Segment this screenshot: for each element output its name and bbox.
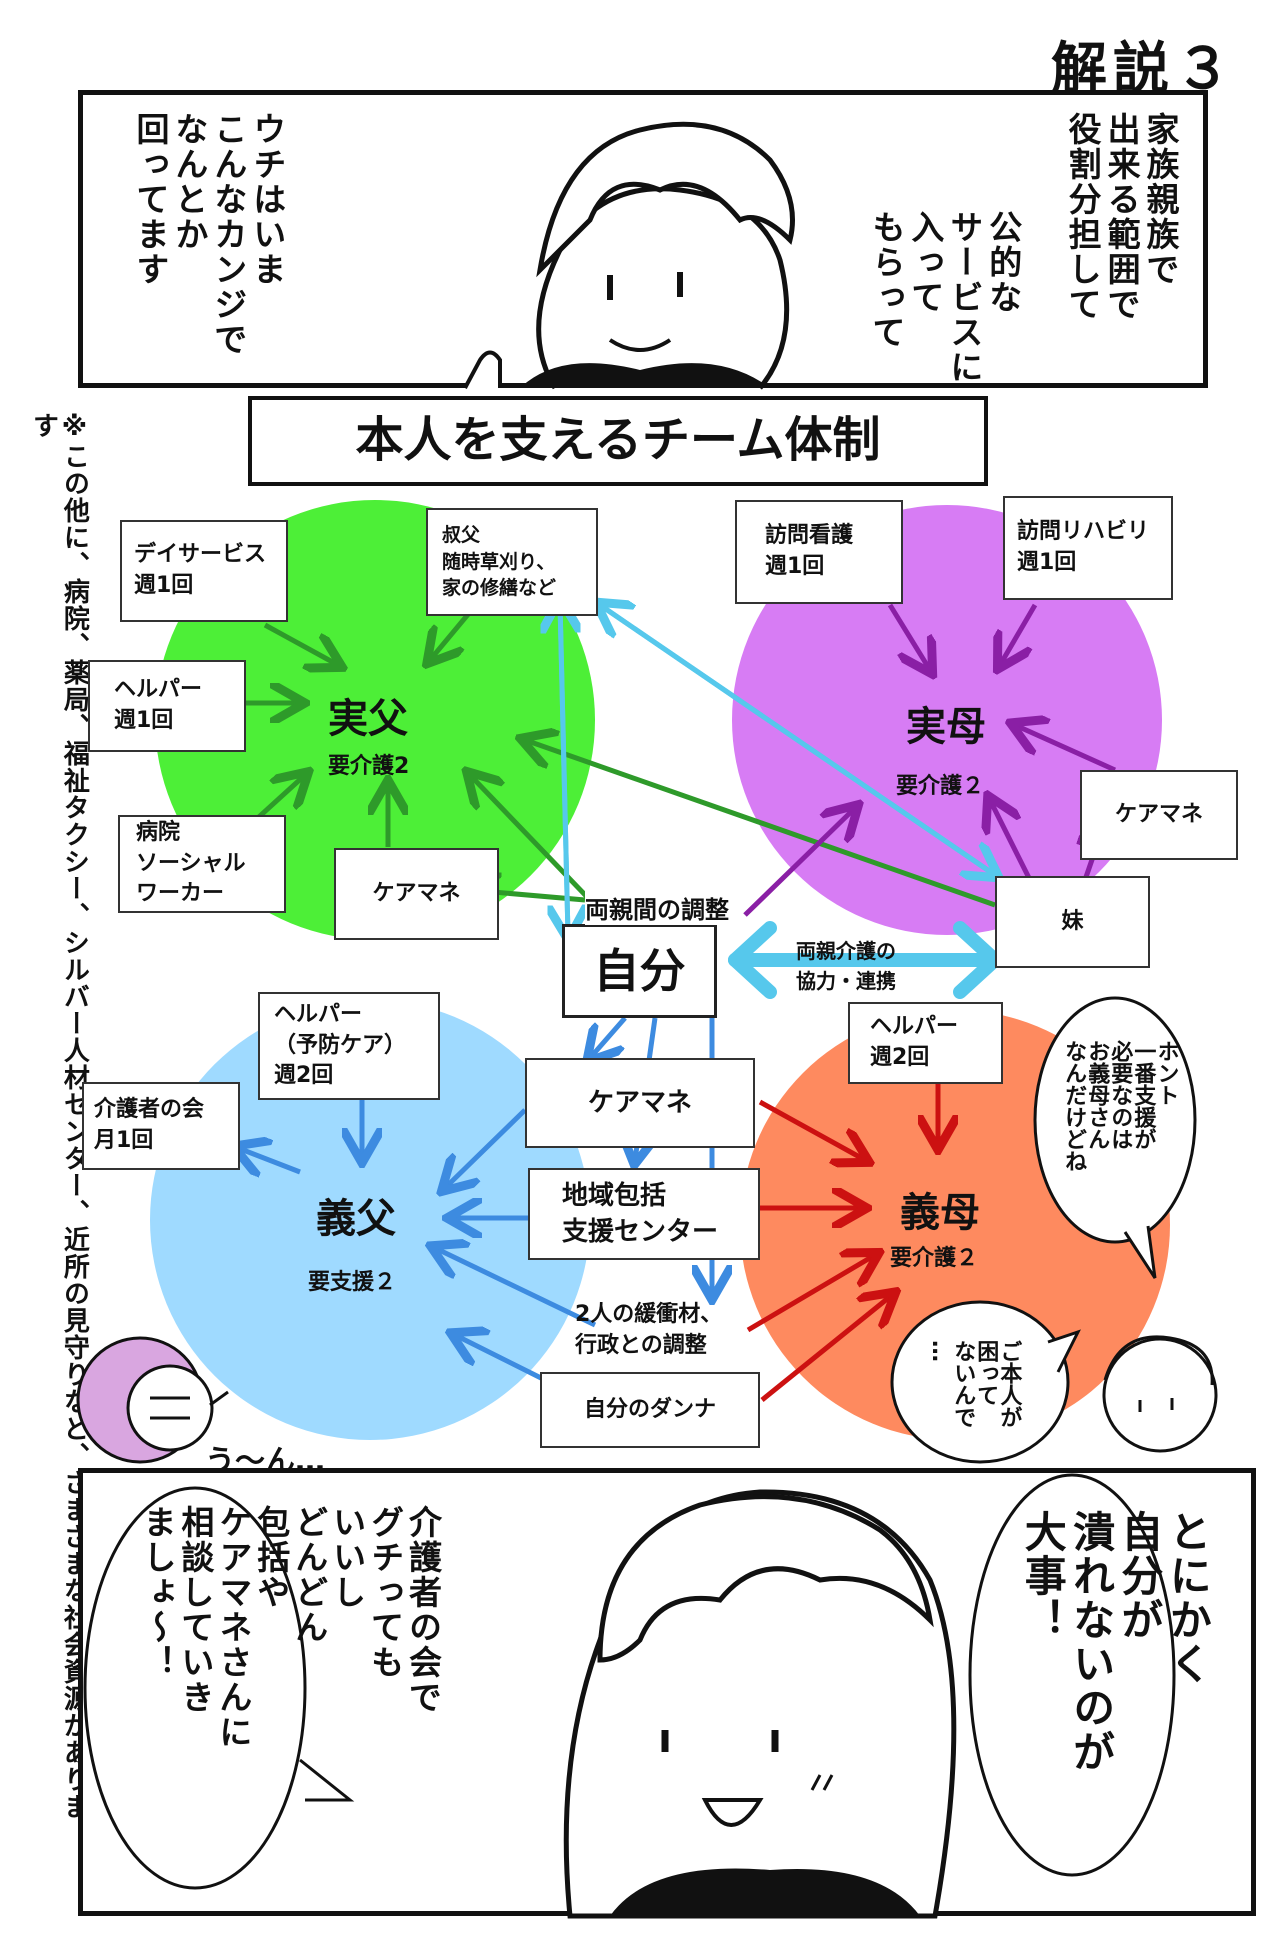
jitsubo-name: 実母 xyxy=(906,704,986,750)
cooperation-label: 両親介護の 協力・連携 xyxy=(796,939,896,993)
day-service-box: デイサービス 週1回 xyxy=(120,520,288,622)
hospital-sw-box: 病院 ソーシャル ワーカー xyxy=(118,815,286,913)
caremane-mother-box: ケアマネ xyxy=(1080,770,1238,860)
caremane-father-box: ケアマネ xyxy=(334,848,499,940)
bottom-left-text: 介護者の会で グチっても いいし どんどん 包括や ケアマネさんに 相談していき… xyxy=(137,1505,443,1750)
regional-center-box: 地域包括 支援センター xyxy=(528,1168,760,1260)
sister-box: 妹 xyxy=(995,876,1150,968)
helper-father-box: ヘルパー 週1回 xyxy=(88,660,246,752)
buffer-label: 2人の緩衝材、 行政との調整 xyxy=(575,1302,723,1358)
carers-meeting-box: 介護者の会 月1回 xyxy=(82,1082,240,1170)
top-right-text: 家族親族で 出来る範囲で 役割分担して xyxy=(1063,112,1180,322)
jippu-name: 実父 xyxy=(328,696,408,742)
visit-rehab-box: 訪問リハビリ 週1回 xyxy=(1003,496,1173,600)
visit-nurse-box: 訪問看護 週1回 xyxy=(735,500,903,604)
diagram-title: 本人を支えるチーム体制 xyxy=(248,396,988,486)
jippu-level: 要介護2 xyxy=(328,754,410,779)
gifu-level: 要支援２ xyxy=(308,1270,397,1295)
caremane-inlaw-box: ケアマネ xyxy=(525,1058,755,1148)
jitsubo-level: 要介護２ xyxy=(896,774,985,799)
uncle-box: 叔父 随時草刈り、 家の修繕など xyxy=(426,508,598,616)
not-troubled-bubble-text: ご本人が 困って ないんで … xyxy=(927,1340,1022,1428)
top-left-text: ウチはいま こんなカンジで なんとか 回ってます xyxy=(130,112,287,357)
gibo-name: 義母 xyxy=(900,1190,980,1236)
gifu-name: 義父 xyxy=(316,1196,396,1242)
bottom-right-text: とにかく 自分が 潰れないのが 大事！ xyxy=(1018,1510,1213,1774)
real-support-bubble-text: ホント 一番支援が 必要なのは お義母さん なんだけどね xyxy=(1061,1040,1179,1172)
top-mid-text: 公的な サービスに 入って もらって xyxy=(866,210,1023,385)
helper-mother-inlaw-box: ヘルパー 週2回 xyxy=(848,1002,1003,1084)
husband-box: 自分のダンナ xyxy=(540,1372,760,1448)
gibo-level: 要介護２ xyxy=(890,1246,979,1271)
helper-prevent-box: ヘルパー （予防ケア） 週2回 xyxy=(258,992,440,1100)
coordination-label: 両親間の調整 xyxy=(585,890,729,925)
self-box: 自分 xyxy=(562,924,717,1018)
